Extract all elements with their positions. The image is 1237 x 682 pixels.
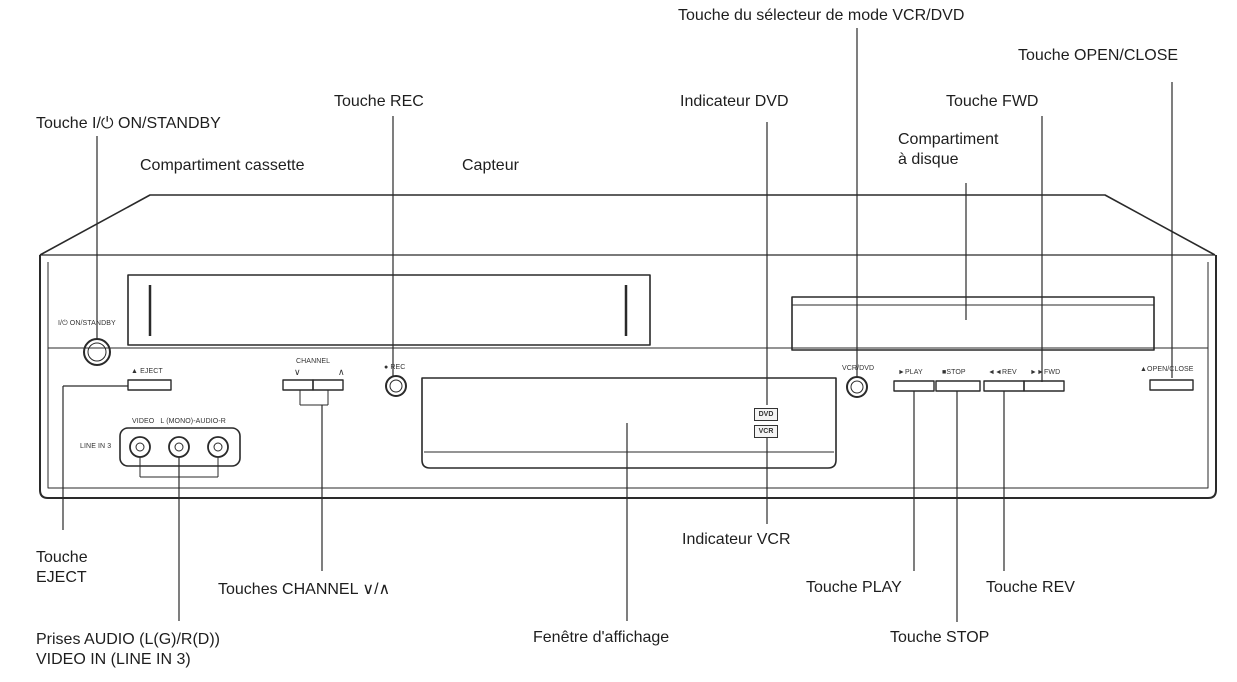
- device-body: [39, 255, 1217, 499]
- fwd-button: [1023, 380, 1065, 392]
- callout-eject-line1: Touche: [36, 549, 88, 566]
- callout-audio-line2: VIDEO IN (LINE IN 3): [36, 651, 191, 668]
- cassette-slot: [127, 274, 651, 346]
- line-in-label: LINE IN 3: [80, 443, 112, 450]
- channel-up-label: ∧: [338, 367, 345, 377]
- leader-lines: [62, 28, 1173, 622]
- callout-stop: Touche STOP: [890, 629, 990, 646]
- play-label: ►PLAY: [898, 369, 923, 376]
- stop-button: [935, 380, 981, 392]
- open-close-label: ▲OPEN/CLOSE: [1140, 366, 1194, 373]
- callout-eject-line2: EJECT: [36, 569, 87, 586]
- callout-capteur: Capteur: [462, 157, 519, 174]
- rev-button: [983, 380, 1025, 392]
- vcr-dvd-button: [846, 376, 868, 398]
- display-window: [421, 377, 837, 469]
- rec-button: [385, 375, 407, 397]
- callout-channel: Touches CHANNEL ∨/∧: [218, 581, 391, 598]
- callout-play: Touche PLAY: [806, 579, 902, 596]
- callout-rec: Touche REC: [334, 93, 424, 110]
- fwd-label: ►►FWD: [1030, 369, 1061, 376]
- vcr-indicator: VCR: [754, 425, 778, 438]
- callout-cassette: Compartiment cassette: [140, 157, 305, 174]
- callout-disc-line1: Compartiment: [898, 131, 999, 148]
- audio-l-jack: [168, 436, 190, 458]
- callout-on-standby: Touche I/⏻ ON/STANDBY: [36, 115, 221, 132]
- callout-disc-line2: à disque: [898, 151, 959, 168]
- callout-mode-selector: Touche du sélecteur de mode VCR/DVD: [678, 7, 965, 24]
- callout-fwd: Touche FWD: [946, 93, 1039, 110]
- eject-button: [127, 379, 172, 391]
- callout-open-close: Touche OPEN/CLOSE: [1018, 47, 1179, 64]
- jack-panel: [119, 427, 241, 467]
- callout-rev: Touche REV: [986, 579, 1075, 596]
- jacks-label: VIDEO L (MONO)-AUDIO-R: [132, 418, 226, 425]
- channel-down-label: ∨: [294, 367, 301, 377]
- disc-tray: [791, 296, 1155, 351]
- channel-up-button: [312, 379, 344, 391]
- vcr-dvd-label: VCR/DVD: [842, 365, 875, 372]
- standby-label: I/⏻ ON/STANDBY: [58, 320, 116, 327]
- stop-label: ■STOP: [942, 369, 966, 376]
- callout-audio-line1: Prises AUDIO (L(G)/R(D)): [36, 631, 220, 648]
- rev-label: ◄◄REV: [988, 369, 1017, 376]
- device-top: [39, 194, 1216, 256]
- dvd-indicator: DVD: [754, 408, 778, 421]
- callout-audio: Prises AUDIO (L(G)/R(D)) VIDEO IN (LINE …: [36, 630, 220, 670]
- channel-down-button: [282, 379, 314, 391]
- callout-eject: Touche EJECT: [36, 548, 88, 588]
- callout-vcr-indicator: Indicateur VCR: [682, 531, 791, 548]
- eject-label: ▲ EJECT: [131, 368, 163, 375]
- callout-disc: Compartiment à disque: [898, 130, 998, 170]
- channel-label: CHANNEL: [296, 358, 331, 365]
- play-button: [893, 380, 935, 392]
- open-close-button: [1149, 379, 1194, 391]
- callout-dvd-indicator: Indicateur DVD: [680, 93, 789, 110]
- audio-r-jack: [207, 436, 229, 458]
- callout-display-window: Fenêtre d'affichage: [533, 629, 670, 646]
- rec-label: ● REC: [384, 364, 406, 371]
- video-jack: [129, 436, 151, 458]
